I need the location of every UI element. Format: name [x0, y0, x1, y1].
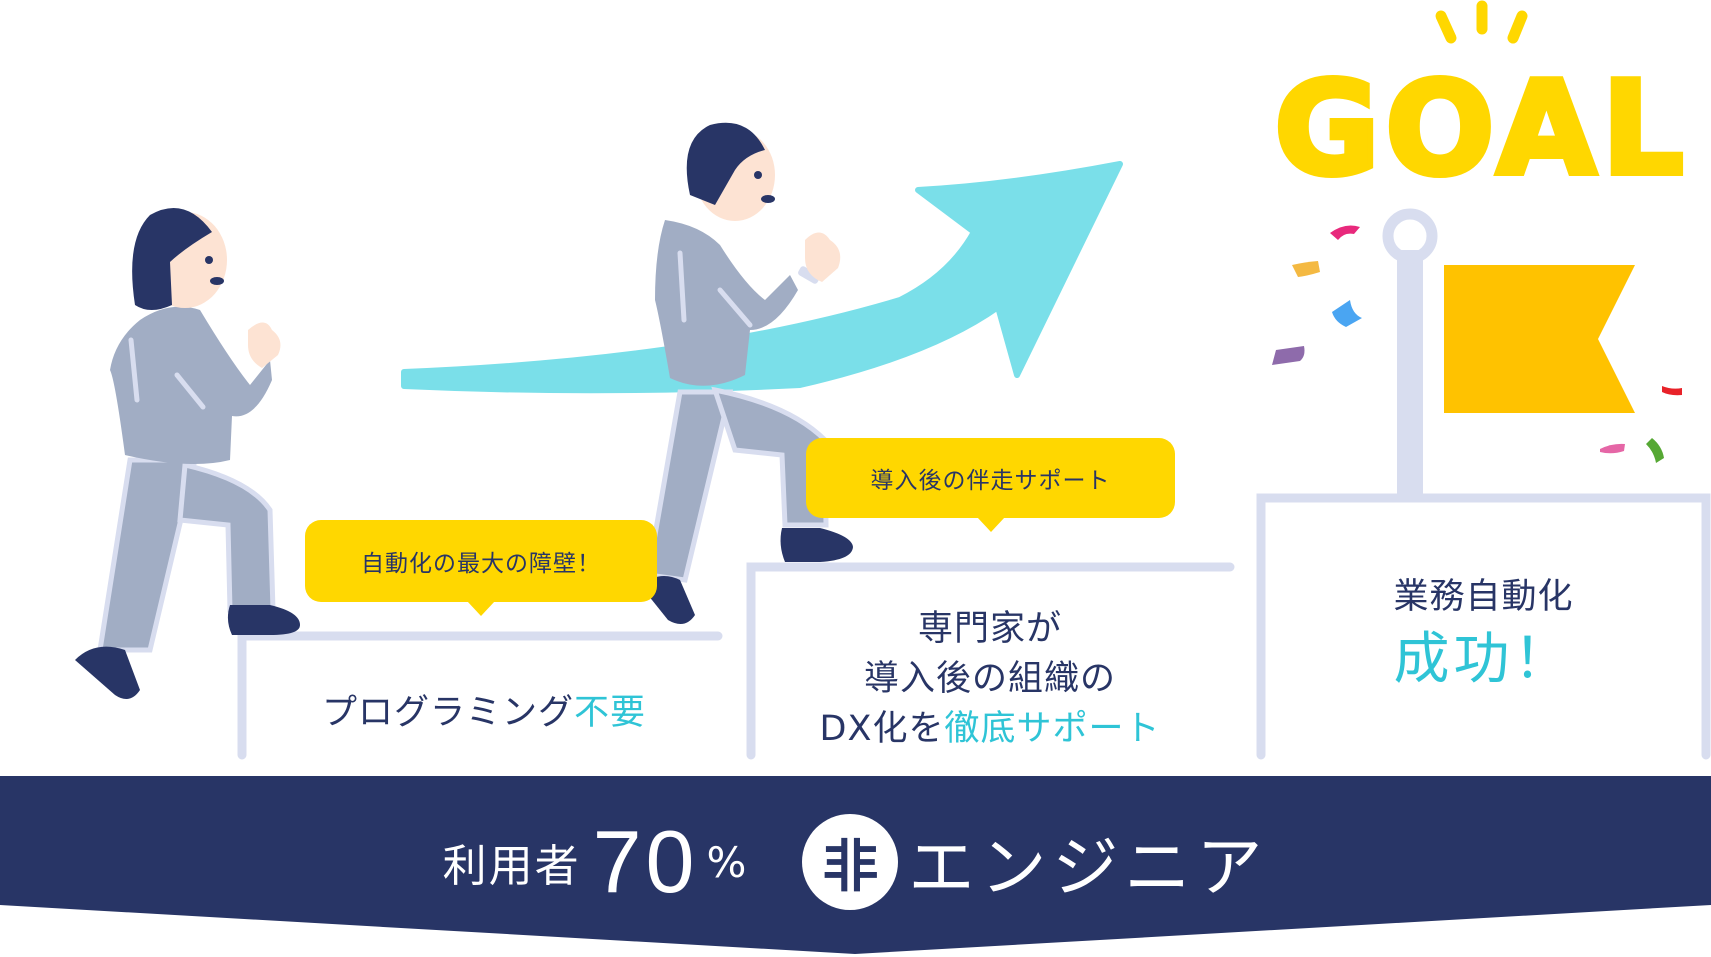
bubble-text: 導入後の伴走サポート — [870, 468, 1111, 494]
speech-bubble-support: 導入後の伴走サポート — [806, 438, 1175, 532]
step-2-line-3-accent: 徹底サポート — [944, 709, 1161, 749]
step-3-frame — [1256, 493, 1711, 760]
banner-percent: % — [706, 837, 747, 887]
step-2-text: 専門家が 導入後の組織の DX化を徹底サポート — [755, 604, 1225, 754]
banner-label: 利用者 — [442, 841, 581, 892]
non-circle-badge: 非 — [802, 814, 899, 910]
step-2-line-3-plain: DX化を — [819, 709, 945, 749]
step-2-line-3: DX化を徹底サポート — [755, 704, 1225, 754]
bubble-tail — [467, 601, 495, 616]
step-1-accent: 不要 — [574, 693, 647, 733]
speech-bubble-barrier: 自動化の最大の障壁！ — [305, 520, 657, 616]
bubble-tail — [976, 517, 1005, 532]
goal-title: GOAL — [1271, 55, 1690, 204]
step-3-line-1-text: 業務自動化 — [1393, 577, 1574, 617]
step-3-line-1: 業務自動化 — [1265, 572, 1702, 622]
step-1-text: プログラミング不要 — [250, 688, 718, 738]
step-3-text: 業務自動化 成功！ — [1265, 572, 1702, 698]
step-1-frame — [237, 631, 723, 760]
confetti-icon — [1272, 225, 1682, 463]
step-2-frame — [746, 562, 1235, 760]
banner: 利用者 70 % 非 エンジニア — [0, 812, 1711, 912]
banner-suffix: エンジニア — [908, 829, 1269, 906]
bubble-text: 自動化の最大の障壁！ — [361, 551, 601, 577]
man-figure-icon — [640, 122, 853, 624]
step-2-line-1: 専門家が — [755, 604, 1225, 654]
step-2-line-1-text: 専門家が — [917, 609, 1062, 649]
sparkle-icon — [1435, 0, 1528, 44]
step-3-success-text: 成功！ — [1393, 627, 1574, 692]
flag-icon — [1382, 208, 1635, 500]
banner-number: 70 — [592, 812, 699, 911]
step-3-line-2: 成功！ — [1265, 622, 1702, 698]
growth-arrow-icon — [401, 161, 1123, 394]
step-2-line-2: 導入後の組織の — [755, 654, 1225, 704]
step-1-plain: プログラミング — [321, 693, 574, 733]
step-2-line-2-text: 導入後の組織の — [863, 659, 1116, 699]
woman-figure-icon — [75, 207, 300, 699]
